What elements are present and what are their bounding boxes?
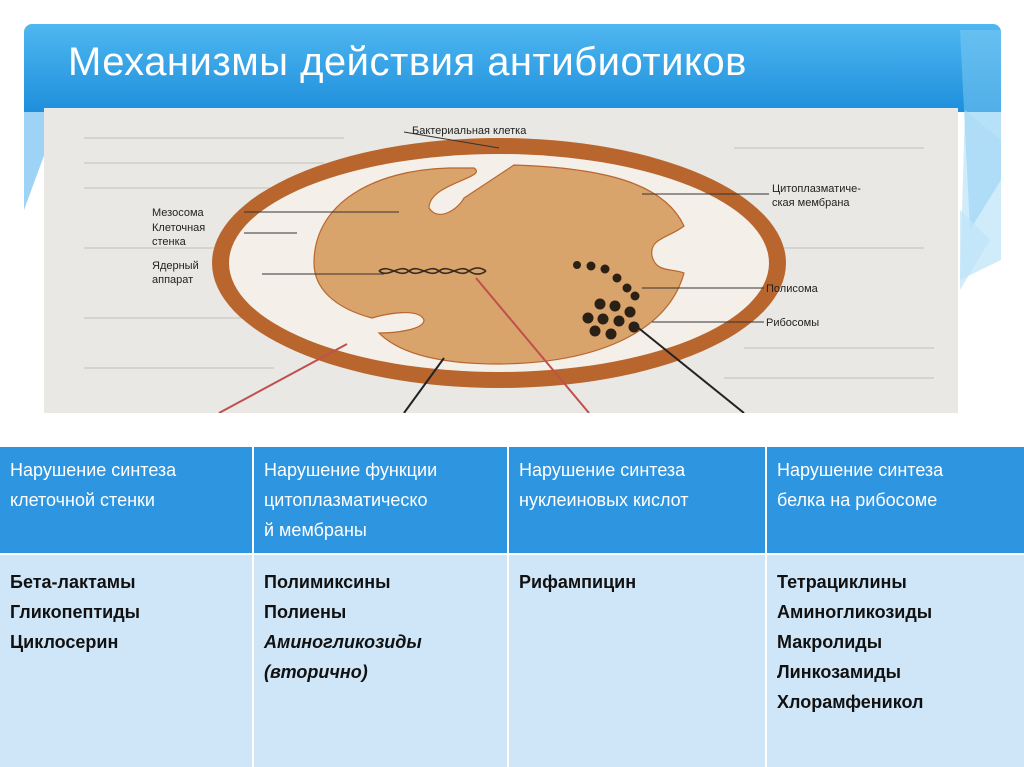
label-cell-wall-1: Клеточная <box>152 222 205 234</box>
table-header-row: Нарушение синтеза клеточной стенки Наруш… <box>0 447 1024 555</box>
drug-cell-nucleic-acids: Рифампицин <box>508 554 767 767</box>
caption-bacterial-cell: Бактериальная клетка <box>412 125 527 137</box>
label-ribosomes: Рибосомы <box>766 317 819 329</box>
label-nucleus-1: Ядерный <box>152 260 199 272</box>
ribosomes <box>582 298 640 340</box>
slide-header <box>24 24 1001 112</box>
label-nucleus-2: аппарат <box>152 274 193 286</box>
polysome <box>573 261 640 301</box>
cell-illustration: Бактериальная клетка Мезосома Клеточная … <box>84 125 934 413</box>
table-row: Бета-лактамы Гликопептиды Циклосерин Пол… <box>0 554 1024 767</box>
label-polysome: Полисома <box>766 283 819 295</box>
header-cell-nucleic-acids: Нарушение синтеза нуклеиновых кислот <box>508 447 767 555</box>
header-cell-protein-synthesis: Нарушение синтеза белка на рибосоме <box>766 447 1024 555</box>
header-cell-membrane: Нарушение функции цитоплазматическо й ме… <box>253 447 509 555</box>
page-title: Механизмы действия антибиотиков <box>68 40 747 84</box>
header-cell-cell-wall: Нарушение синтеза клеточной стенки <box>0 447 254 555</box>
label-cell-wall-2: стенка <box>152 236 187 248</box>
drug-cell-membrane: Полимиксины Полиены Аминогликозиды (втор… <box>253 554 509 767</box>
bacterial-cell-diagram: Бактериальная клетка Мезосома Клеточная … <box>44 108 958 413</box>
black-arrow-2 <box>635 325 745 413</box>
label-membrane-2: ская мембрана <box>772 197 850 209</box>
red-arrow-1 <box>218 343 348 413</box>
mechanisms-table: Нарушение синтеза клеточной стенки Наруш… <box>0 447 1024 767</box>
label-membrane-1: Цитоплазматиче- <box>772 183 861 195</box>
label-mesosome: Мезосома <box>152 207 205 219</box>
drug-cell-protein-synthesis: Тетрациклины Аминогликозиды Макролиды Ли… <box>766 554 1024 767</box>
red-arrow-2 <box>475 277 590 413</box>
drug-cell-cell-wall: Бета-лактамы Гликопептиды Циклосерин <box>0 554 254 767</box>
black-arrow-1 <box>403 357 445 413</box>
